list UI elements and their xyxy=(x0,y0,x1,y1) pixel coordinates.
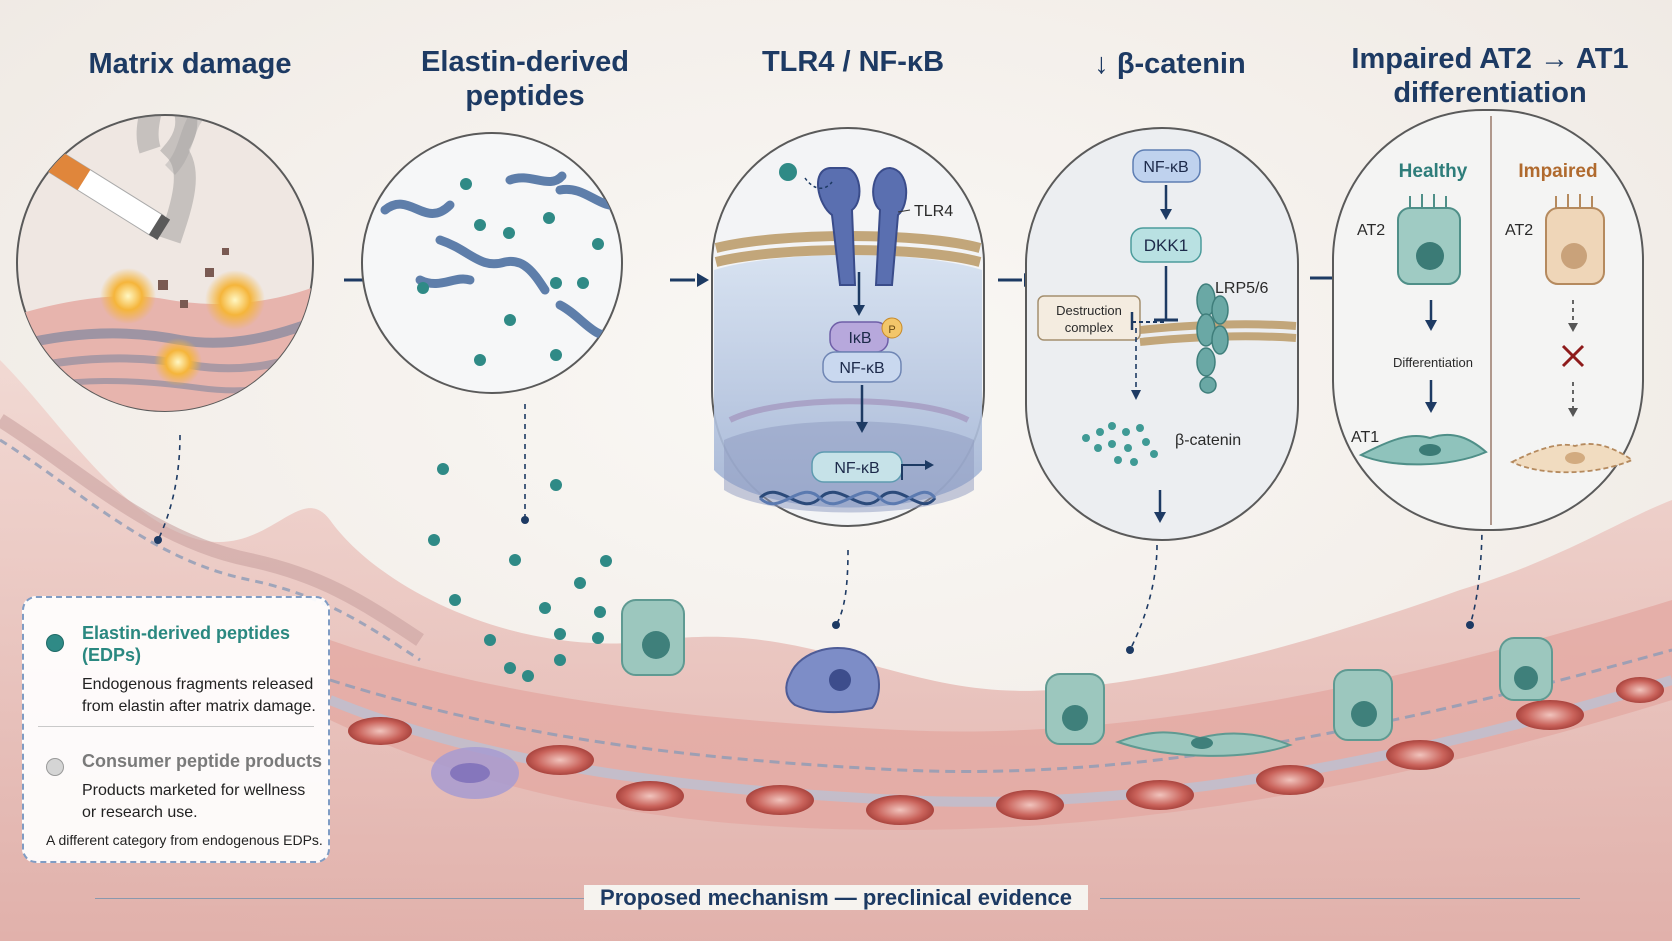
at2-right-label: AT2 xyxy=(1505,222,1533,239)
dkk1-label: DKK1 xyxy=(1144,236,1188,255)
footer-line-left xyxy=(95,898,595,899)
step-title-tlr4: TLR4 / NF-κB xyxy=(761,46,945,78)
catenin-label: β-catenin xyxy=(1175,432,1241,449)
lrp-label: LRP5/6 xyxy=(1215,280,1268,297)
tlr4-label: TLR4 xyxy=(914,203,953,220)
step-title-matrix-damage: Matrix damage xyxy=(88,48,292,80)
step-title-peptides: Elastin-derived peptides xyxy=(421,46,629,112)
footer-line-right xyxy=(1100,898,1580,899)
footer-caption: Proposed mechanism — preclinical evidenc… xyxy=(584,885,1088,910)
phospho-label: P xyxy=(888,324,895,336)
edp-dot-icon xyxy=(46,634,64,652)
legend-divider xyxy=(38,726,314,727)
catenin-panel xyxy=(1025,127,1299,541)
panel-labels: TLR4 IκB P NF-κB NF-κB NF-κB DKK1 LRP5/6… xyxy=(834,159,1597,477)
impaired-label: Impaired xyxy=(1518,161,1597,182)
flow-arrows xyxy=(344,276,1333,282)
differentiation-panel xyxy=(1332,109,1644,531)
healthy-label: Healthy xyxy=(1399,161,1468,182)
at2-left-label: AT2 xyxy=(1357,222,1385,239)
connectors xyxy=(157,404,1483,651)
step-title-differentiation: Impaired AT2 → AT1 differentiation xyxy=(1351,43,1629,109)
macrophage xyxy=(785,646,880,714)
legend-consumer-heading: Consumer peptide products xyxy=(82,751,323,771)
legend-note: A different category from endogenous EDP… xyxy=(46,832,323,848)
catenin-nfkb-label: NF-κB xyxy=(1143,159,1188,176)
tissue-at2-cells xyxy=(621,599,1553,757)
healthy-at2-cell xyxy=(1397,194,1461,285)
consumer-dot-icon xyxy=(46,758,64,776)
destruction-label-2: complex xyxy=(1065,320,1114,335)
connector-ends xyxy=(154,516,1474,654)
ikb-label: IκB xyxy=(848,330,871,347)
peptides-panel xyxy=(361,132,623,394)
differentiation-label: Differentiation xyxy=(1393,355,1473,370)
at1-label: AT1 xyxy=(1351,429,1379,446)
tissue-peptides xyxy=(428,463,612,682)
impaired-at2-cell xyxy=(1545,194,1605,285)
matrix-damage-panel xyxy=(16,114,314,412)
nfkb-nucleus-label: NF-κB xyxy=(834,460,879,477)
footer: Proposed mechanism — preclinical evidenc… xyxy=(0,880,1672,916)
nfkb-label: NF-κB xyxy=(839,360,884,377)
red-blood-cells xyxy=(348,677,1664,825)
legend-edp-heading: Elastin-derived peptides (EDPs) xyxy=(82,623,291,665)
step-title-catenin: ↓ β-catenin xyxy=(1094,48,1246,80)
legend-edp-text: Endogenous fragments released from elast… xyxy=(82,676,316,715)
tlr4-panel xyxy=(711,127,985,527)
destruction-label-1: Destruction xyxy=(1056,303,1122,318)
legend-box: Elastin-derived peptides (EDPs) Endogeno… xyxy=(22,596,330,863)
legend-consumer-text: Products marketed for wellness or resear… xyxy=(82,782,306,821)
